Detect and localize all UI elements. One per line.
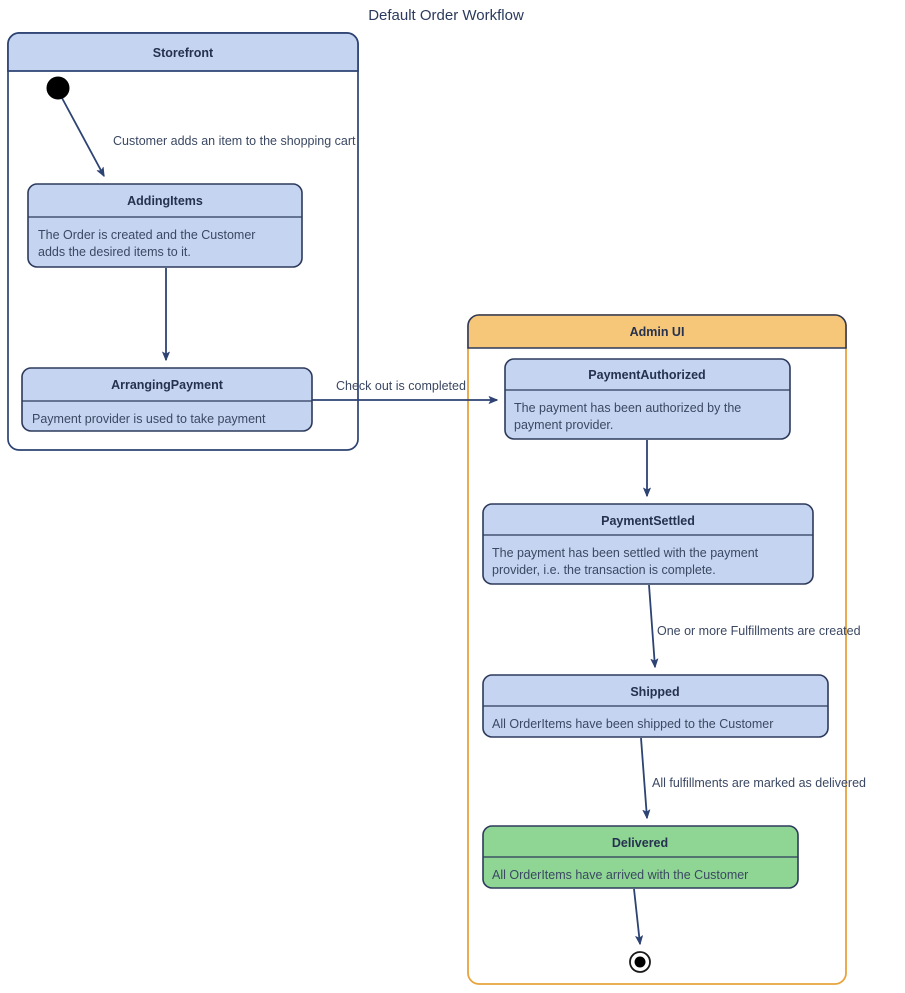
transitions-layer [61, 97, 659, 945]
state-arrangingpayment-title: ArrangingPayment [111, 378, 224, 392]
state-addingitems[interactable]: AddingItems The Order is created and the… [27, 183, 303, 268]
final-state-dot-icon [634, 956, 646, 968]
state-addingitems-desc-line-1: The Order is created and the Customer [38, 228, 255, 242]
container-adminui: Admin UI [467, 314, 847, 985]
state-paymentauthorized-desc-line-1: The payment has been authorized by the [514, 401, 741, 415]
state-delivered[interactable]: Delivered All OrderItems have arrived wi… [482, 825, 799, 889]
state-arrangingpayment-desc-line-1: Payment provider is used to take payment [32, 412, 266, 426]
edge-shipped-to-delivered [640, 737, 651, 819]
state-paymentsettled-desc-line-1: The payment has been settled with the pa… [492, 546, 759, 560]
state-paymentauthorized-title: PaymentAuthorized [588, 368, 705, 382]
edge-label-fulfillments-created: One or more Fulfillments are created [657, 624, 861, 638]
page-title: Default Order Workflow [368, 7, 524, 24]
state-paymentsettled-desc-line-2: provider, i.e. the transaction is comple… [492, 563, 716, 577]
adminui-title: Admin UI [630, 325, 685, 339]
state-paymentsettled-box[interactable] [482, 503, 814, 585]
edge-delivered-to-final [633, 888, 643, 945]
edge-label-check-out-completed: Check out is completed [336, 379, 466, 393]
final-state-node [629, 951, 651, 973]
state-addingitems-desc-line-2: adds the desired items to it. [38, 245, 191, 259]
state-delivered-desc-line-1: All OrderItems have arrived with the Cus… [492, 868, 748, 882]
state-shipped-desc-line-1: All OrderItems have been shipped to the … [492, 717, 773, 731]
state-paymentsettled[interactable]: PaymentSettled The payment has been sett… [482, 503, 814, 585]
initial-state-icon [46, 76, 70, 100]
state-delivered-title: Delivered [612, 836, 668, 850]
state-paymentauthorized-box[interactable] [504, 358, 791, 440]
edge-label-customer-adds-item: Customer adds an item to the shopping ca… [113, 134, 356, 148]
state-addingitems-box[interactable] [27, 183, 303, 268]
edge-paymentsettled-to-shipped [648, 584, 659, 668]
state-paymentauthorized-desc-line-2: payment provider. [514, 418, 613, 432]
edge-initial-to-addingitems [61, 97, 105, 177]
state-paymentsettled-title: PaymentSettled [601, 514, 695, 528]
storefront-title: Storefront [153, 46, 214, 60]
state-shipped[interactable]: Shipped All OrderItems have been shipped… [482, 674, 829, 738]
edge-label-fulfillments-delivered: All fulfillments are marked as delivered [652, 776, 866, 790]
storefront-header [7, 32, 359, 72]
initial-state-node [46, 76, 70, 100]
adminui-header [467, 314, 847, 349]
state-arrangingpayment[interactable]: ArrangingPayment Payment provider is use… [21, 367, 313, 432]
state-addingitems-title: AddingItems [127, 194, 203, 208]
state-paymentauthorized[interactable]: PaymentAuthorized The payment has been a… [504, 358, 791, 440]
state-arrangingpayment-box[interactable] [21, 367, 313, 432]
state-shipped-title: Shipped [630, 685, 679, 699]
